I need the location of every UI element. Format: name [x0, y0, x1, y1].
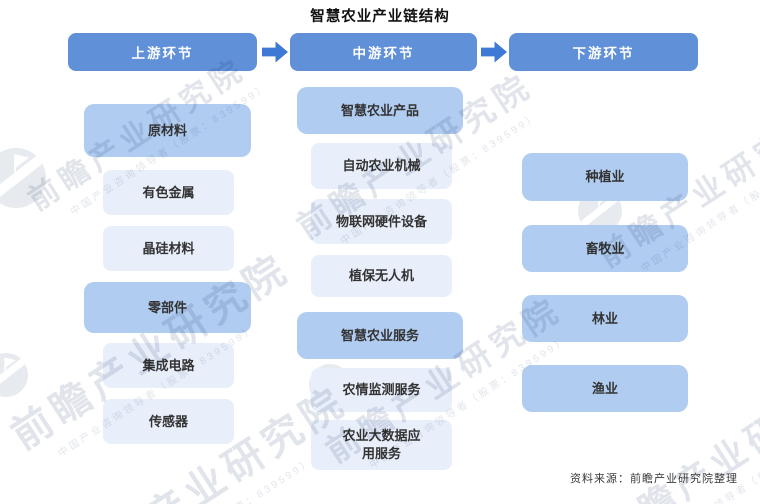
node-smart-agri-services: 智慧农业服务 — [297, 312, 463, 359]
stage-header-midstream: 中游环节 — [290, 33, 477, 71]
node-agri-monitoring-service: 农情监测服务 — [311, 368, 452, 412]
node-forestry: 林业 — [522, 295, 688, 342]
page-title: 智慧农业产业链结构 — [310, 9, 450, 25]
node-agri-bigdata-service: 农业大数据应用服务 — [311, 420, 452, 470]
qianzhan-logo-icon — [0, 353, 28, 397]
stage-header-upstream: 上游环节 — [68, 33, 257, 71]
flow-arrow-icon — [262, 41, 288, 63]
stage-header-downstream: 下游环节 — [509, 33, 698, 71]
node-animal-husbandry: 畜牧业 — [522, 225, 688, 272]
node-sensors: 传感器 — [103, 399, 234, 444]
node-iot-hardware: 物联网硬件设备 — [311, 199, 452, 244]
node-nonferrous-metals: 有色金属 — [103, 170, 234, 215]
node-smart-agri-products: 智慧农业产品 — [297, 87, 463, 134]
node-plant-protection-drone: 植保无人机 — [311, 255, 452, 297]
node-crystalline-silicon: 晶硅材料 — [103, 226, 234, 271]
qianzhan-logo-icon — [0, 148, 46, 208]
node-components: 零部件 — [84, 282, 251, 333]
node-fishery: 渔业 — [522, 365, 688, 412]
node-planting: 种植业 — [522, 153, 688, 201]
source-note: 资料来源：前瞻产业研究院整理 — [570, 473, 738, 485]
node-integrated-circuits: 集成电路 — [103, 343, 234, 388]
node-auto-agri-machinery: 自动农业机械 — [311, 143, 452, 189]
flow-arrow-icon — [481, 41, 507, 63]
node-raw-materials: 原材料 — [84, 104, 251, 157]
